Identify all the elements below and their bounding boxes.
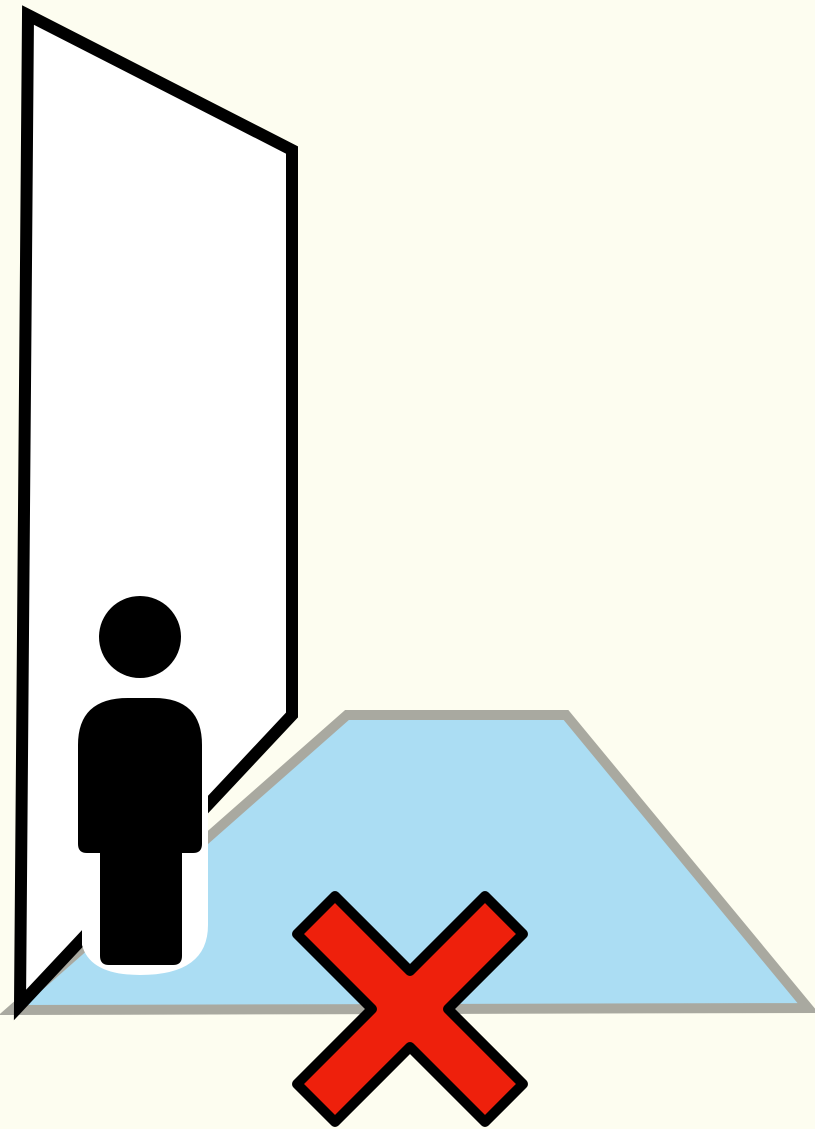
person-head — [99, 596, 181, 678]
